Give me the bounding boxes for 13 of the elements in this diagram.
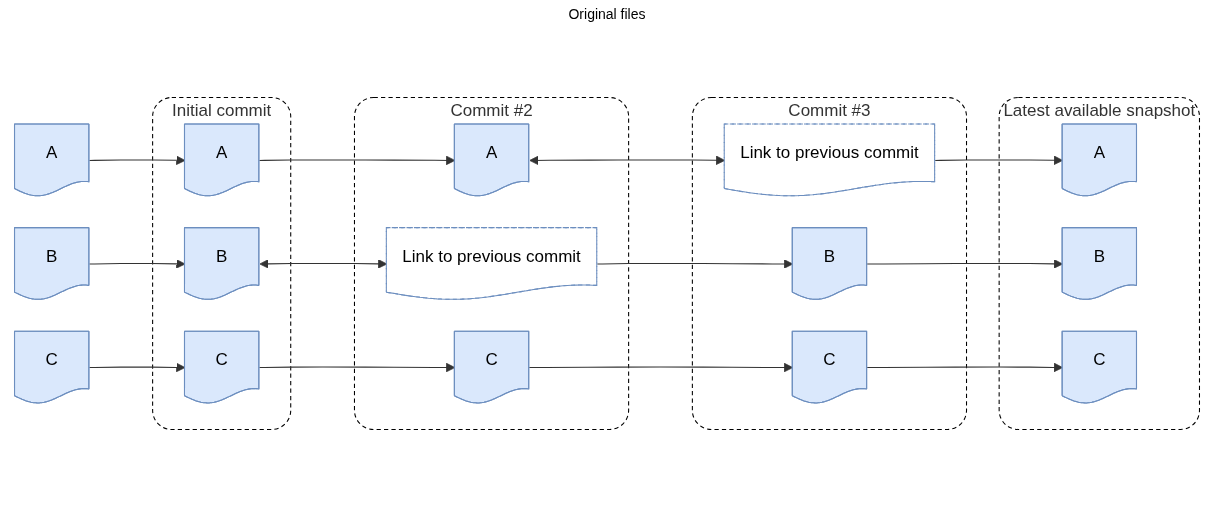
arrow — [596, 258, 794, 269]
arrow — [258, 155, 456, 165]
arrow — [88, 155, 186, 165]
arrow — [866, 362, 1064, 372]
arrow — [934, 155, 1064, 165]
arrow — [529, 155, 726, 165]
column-heading: Original files — [568, 6, 646, 22]
arrow — [259, 258, 388, 269]
arrow — [866, 258, 1064, 269]
arrow — [88, 258, 186, 269]
arrow — [258, 362, 456, 372]
arrow — [88, 362, 186, 372]
arrow — [528, 362, 794, 372]
